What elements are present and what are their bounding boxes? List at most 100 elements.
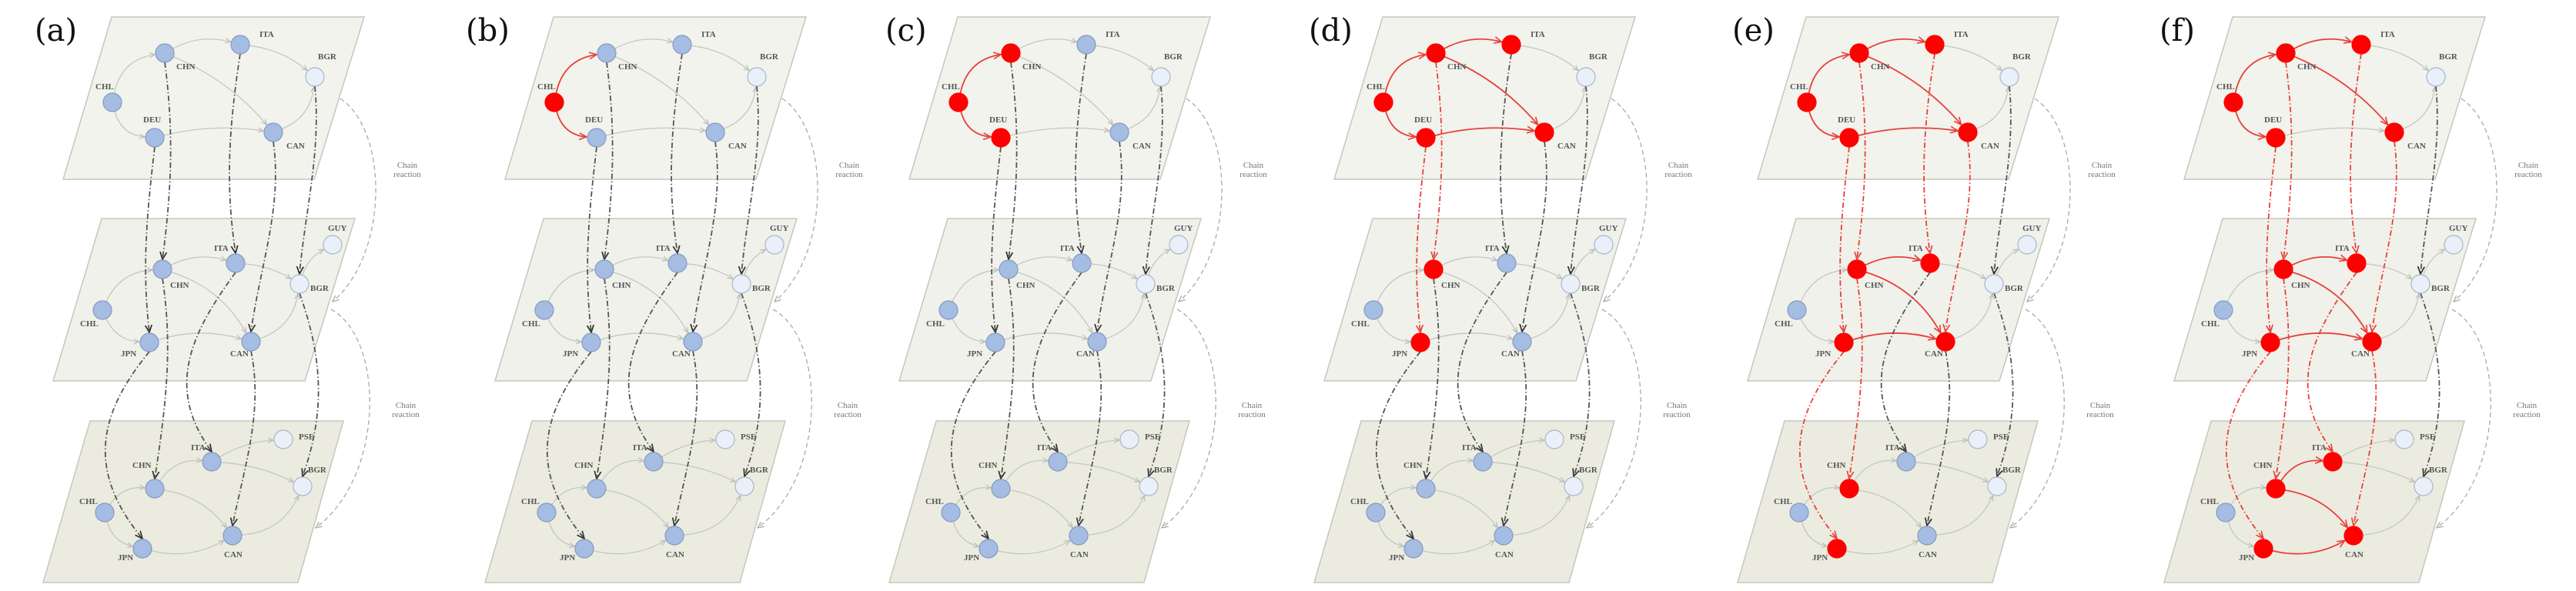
intra-edge-bottom-chl-jpn xyxy=(1801,521,1827,547)
intra-edge-top-ita-bgr xyxy=(691,45,749,70)
node-bottom-jpn xyxy=(2253,539,2273,559)
node-label-guy: GUY xyxy=(1174,224,1193,233)
node-top-can xyxy=(1534,122,1554,142)
inter-layer-link-top-bgr-mid-bgr xyxy=(299,85,317,274)
inter-layer-links xyxy=(951,53,1166,539)
chain-reaction-label-line: Chain xyxy=(396,401,417,410)
node-mid-ita xyxy=(2347,253,2367,273)
node-label-guy: GUY xyxy=(770,224,789,233)
intra-edge-top-can-bgr xyxy=(281,87,314,130)
node-bottom-can xyxy=(222,526,243,546)
inter-layer-link-mid-jpn-bottom-jpn xyxy=(951,351,996,539)
intra-edge-mid-chl-chn xyxy=(1800,270,1847,302)
inter-layer-links xyxy=(547,53,761,539)
inter-layer-link-mid-chn-bottom-chn xyxy=(1426,278,1440,479)
node-label-pse: PSE xyxy=(741,432,756,442)
node-bottom-bgr xyxy=(734,476,754,496)
intra-edge-top-chn-can xyxy=(1019,56,1113,125)
node-top-ita xyxy=(230,35,250,55)
node-top-chn xyxy=(1001,43,1021,63)
node-label-jpn: JPN xyxy=(1812,553,1828,563)
chain-reaction-label-line: Chain xyxy=(2517,401,2538,410)
node-top-chl xyxy=(544,92,564,112)
intra-edge-top-chn-can xyxy=(172,56,267,125)
node-label-guy: GUY xyxy=(2449,224,2468,233)
layer-mid-plane xyxy=(493,218,798,382)
intra-edge-bottom-chn-can xyxy=(2284,489,2347,528)
node-top-ita xyxy=(1501,35,1521,55)
node-bottom-chl xyxy=(1789,503,1809,523)
intra-edge-bottom-chl-chn xyxy=(1380,488,1417,506)
intra-edge-mid-can-bgr xyxy=(1531,294,1569,339)
inter-layer-link-top-chn-mid-chn xyxy=(1009,62,1018,259)
node-top-ita xyxy=(1925,35,1945,55)
node-label-jpn: JPN xyxy=(2242,349,2257,359)
node-label-ita: ITA xyxy=(214,244,229,253)
intra-edge-mid-chn-can xyxy=(613,271,687,333)
layer-mid-plane xyxy=(1746,218,2051,382)
inter-layer-link-mid-jpn-bottom-jpn xyxy=(105,351,150,539)
intra-edge-bottom-jpn-can xyxy=(1845,541,1919,555)
inter-layer-link-mid-jpn-bottom-jpn xyxy=(2226,351,2271,539)
inter-layer-link-mid-bgr-bottom-bgr xyxy=(741,292,761,476)
chain-reaction-arrow xyxy=(1604,98,1648,302)
node-top-deu xyxy=(145,128,165,148)
inter-layer-link-top-chn-mid-chn xyxy=(1857,62,1866,259)
node-label-ita: ITA xyxy=(1485,244,1500,253)
intra-edge-mid-ita-bgr xyxy=(2365,263,2412,279)
node-label-deu: DEU xyxy=(2264,115,2282,125)
inter-layer-link-top-deu-mid-jpn xyxy=(146,146,156,332)
node-mid-bgr xyxy=(289,274,309,294)
layer-bottom-plane xyxy=(484,420,786,583)
layer-top-edges xyxy=(113,39,314,137)
node-label-chl: CHL xyxy=(1350,497,1369,506)
node-label-ita: ITA xyxy=(633,443,647,452)
intra-edge-top-deu-can xyxy=(1858,128,1959,136)
node-mid-chl xyxy=(92,300,112,320)
node-bottom-ita xyxy=(644,452,664,472)
inter-layer-link-top-ita-mid-ita xyxy=(2350,53,2362,253)
node-label-chl: CHL xyxy=(95,82,114,92)
node-bottom-ita xyxy=(1896,452,1916,472)
node-label-chl: CHL xyxy=(1774,497,1792,506)
node-top-bgr xyxy=(1151,67,1171,87)
node-label-chn: CHN xyxy=(1827,461,1846,470)
node-mid-guy xyxy=(1594,235,1614,255)
node-label-ita: ITA xyxy=(259,30,274,39)
panel-label: (e) xyxy=(1732,13,1775,48)
node-label-chl: CHL xyxy=(79,497,98,506)
intra-edge-top-ita-bgr xyxy=(249,45,307,70)
intra-edge-bottom-ita-bgr xyxy=(220,462,293,482)
inter-layer-link-mid-chn-bottom-chn xyxy=(2276,278,2290,479)
intra-edge-mid-chn-ita xyxy=(1865,257,1921,266)
node-mid-jpn xyxy=(581,332,601,352)
node-label-chn: CHN xyxy=(1871,62,1890,72)
node-label-bgr: BGR xyxy=(760,52,779,62)
node-label-ita: ITA xyxy=(701,30,716,39)
node-label-bgr: BGR xyxy=(2429,466,2448,475)
intra-edge-bottom-ita-bgr xyxy=(2341,462,2414,482)
inter-layer-links xyxy=(105,53,319,539)
chain-reaction-arrow xyxy=(316,309,370,528)
node-bottom-chl xyxy=(2216,503,2236,523)
intra-edge-mid-chl-jpn xyxy=(1800,318,1834,342)
panel-label: (d) xyxy=(1309,13,1353,48)
node-mid-ita xyxy=(226,253,246,273)
node-top-chl xyxy=(102,92,122,112)
inter-layer-link-top-ita-mid-ita xyxy=(1075,53,1087,253)
chain-reaction-label-line: reaction xyxy=(2088,170,2116,179)
inter-layer-link-mid-chn-bottom-chn xyxy=(155,278,169,479)
intra-edge-bottom-ita-bgr xyxy=(662,462,735,482)
node-bottom-can xyxy=(1917,526,1937,546)
intra-edge-mid-chl-chn xyxy=(547,270,594,302)
node-label-ita: ITA xyxy=(2312,443,2327,452)
node-mid-bgr xyxy=(1984,274,2004,294)
